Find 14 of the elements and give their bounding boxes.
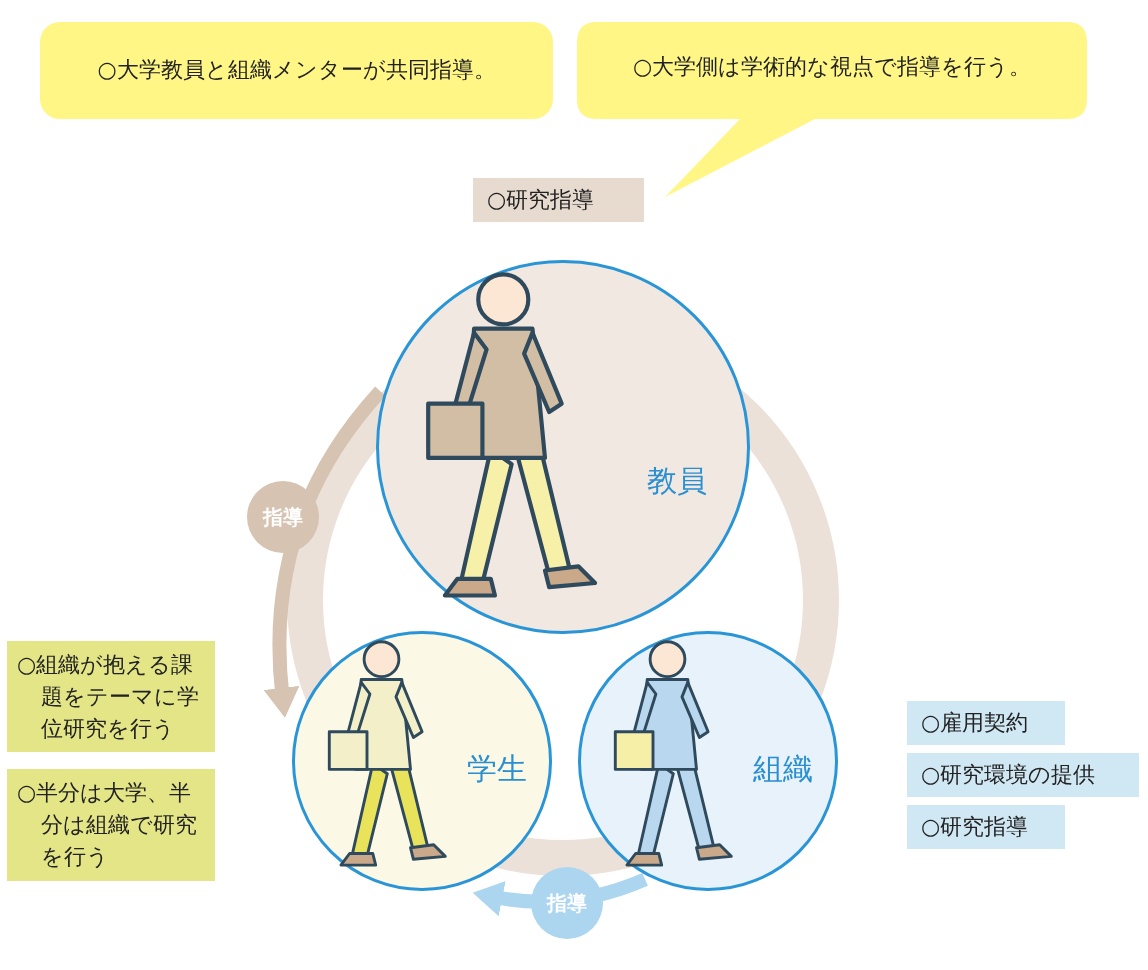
circle-label: 学生 — [467, 750, 527, 788]
arrow — [263, 386, 386, 718]
circle-label: 組織 — [753, 750, 813, 788]
text-box: ○半分は大学、半分は組織で研究を行う — [7, 769, 215, 881]
speech-bubble: ○大学教員と組織メンターが共同指導。 — [40, 22, 553, 119]
text-box: ○研究指導 — [473, 178, 644, 222]
edge-label: 指導 — [531, 867, 603, 939]
bubble-text: ○大学側は学術的な視点で指導を行う。 — [631, 53, 1033, 81]
circle-label: 教員 — [647, 462, 707, 500]
text-box: ○組織が抱える課題をテーマに学位研究を行う — [7, 641, 215, 752]
text-box: ○研究環境の提供 — [907, 753, 1139, 797]
text-box: ○雇用契約 — [907, 701, 1065, 745]
edge-label: 指導 — [247, 481, 319, 553]
text-box: ○研究指導 — [907, 805, 1065, 849]
